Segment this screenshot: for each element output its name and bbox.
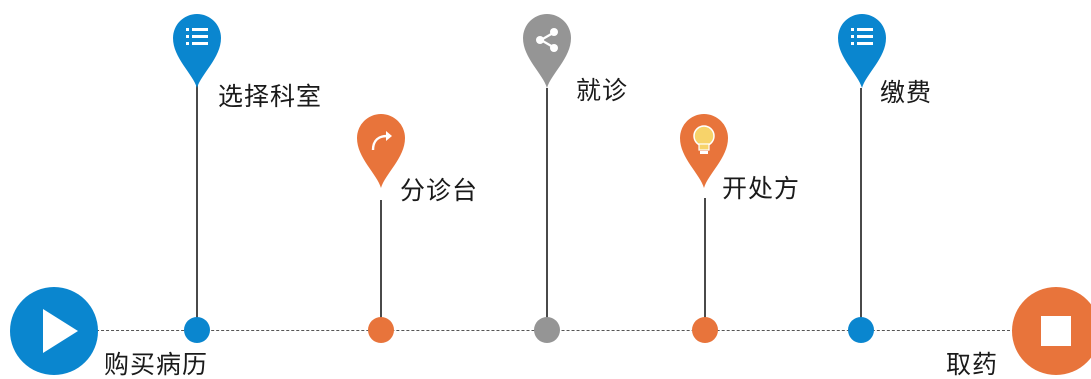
step-label: 选择科室 [218,82,323,111]
step-label: 开处方 [722,174,801,203]
step-pin-blue [836,12,888,88]
step-pin-blue [171,12,223,88]
start-label: 购买病历 [104,350,209,379]
step-pin-orange [355,112,407,188]
step-label: 分诊台 [400,176,479,205]
step-stem [860,88,862,330]
end-node [1012,287,1091,375]
lightbulb-icon [693,125,715,154]
list-icon [851,28,873,45]
step-pin-gray [521,12,573,88]
step-stem [196,80,198,330]
step-dot [534,317,560,343]
step-label: 缴费 [880,78,933,107]
step-dot [692,317,718,343]
step-dot [368,317,394,343]
share-icon [536,28,558,52]
step-pin-orange [678,112,730,188]
play-icon [43,309,78,353]
end-label: 取药 [946,350,999,379]
step-dot [184,317,210,343]
curved-arrow-icon [371,131,392,151]
step-dot [848,317,874,343]
stop-icon [1041,316,1071,346]
step-stem [380,200,382,330]
start-node [10,287,98,375]
step-stem [546,88,548,330]
step-label: 就诊 [576,76,629,105]
list-icon [186,28,208,45]
step-stem [704,198,706,330]
